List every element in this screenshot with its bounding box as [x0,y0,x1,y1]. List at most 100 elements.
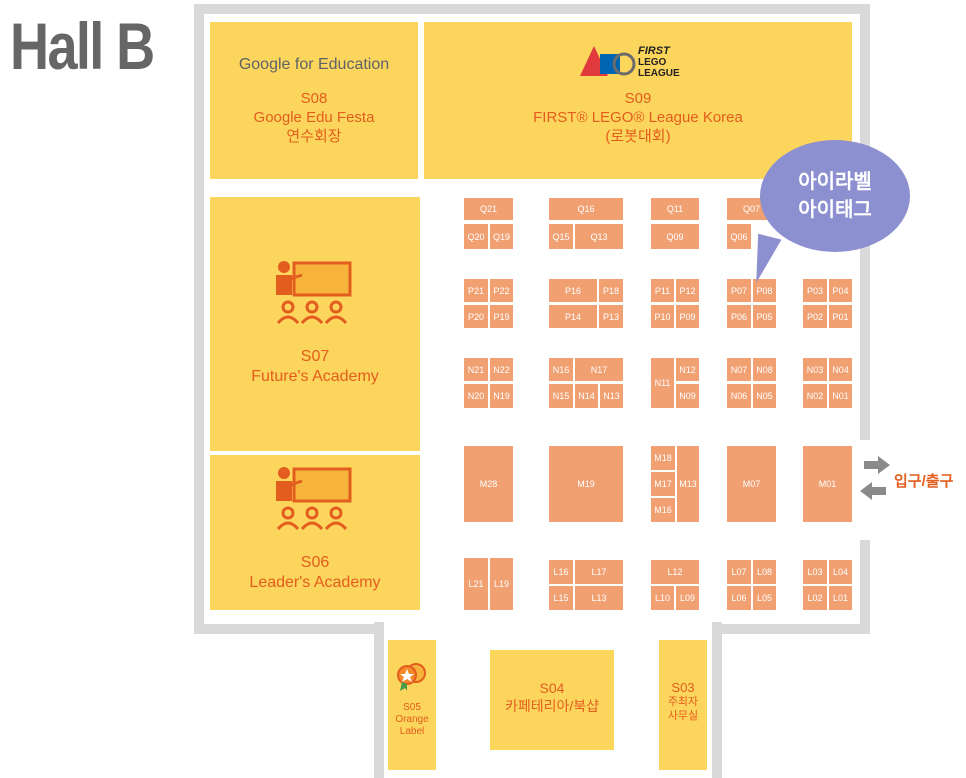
booth-n09[interactable]: N09 [676,384,699,408]
zone-s04-name: 카페테리아/북샵 [504,697,600,714]
booth-p01[interactable]: P01 [829,305,852,328]
booth-l06[interactable]: L06 [727,586,751,610]
booth-n05[interactable]: N05 [753,384,776,408]
svg-text:LEGO: LEGO [638,57,667,68]
booth-q11[interactable]: Q11 [651,198,699,220]
booth-l16[interactable]: L16 [549,560,573,584]
booth-l15[interactable]: L15 [549,586,573,610]
zone-s08-code: S08 [300,90,328,107]
booth-n22[interactable]: N22 [490,358,513,381]
booth-p11[interactable]: P11 [651,279,674,302]
booth-p22[interactable]: P22 [490,279,513,302]
booth-n03[interactable]: N03 [803,358,827,381]
zone-s08-name: Google Edu Festa [253,108,375,126]
booth-l05[interactable]: L05 [753,586,776,610]
entrance-arrow-out-icon [860,482,886,505]
booth-n16[interactable]: N16 [549,358,573,381]
booth-q15[interactable]: Q15 [549,224,573,249]
zone-s04[interactable]: S04 카페테리아/북샵 [490,650,614,750]
booth-m28[interactable]: M28 [464,446,513,522]
zone-s06[interactable]: S06 Leader's Academy [210,455,420,610]
booth-m13[interactable]: M13 [677,446,699,522]
zone-s08[interactable]: Google for Education S08 Google Edu Fest… [210,22,418,179]
orange-medal-icon [394,662,430,697]
booth-l21[interactable]: L21 [464,558,488,610]
booth-p16[interactable]: P16 [549,279,597,302]
zone-s03[interactable]: S03 주최자 사무실 [659,640,707,770]
booth-n04[interactable]: N04 [829,358,852,381]
booth-m01[interactable]: M01 [803,446,852,522]
booth-q13[interactable]: Q13 [575,224,623,249]
zone-s05-name2: Label [399,726,425,737]
booth-p07[interactable]: P07 [727,279,751,302]
booth-l12[interactable]: L12 [651,560,699,584]
booth-p14[interactable]: P14 [549,305,597,328]
booth-n12[interactable]: N12 [676,358,699,381]
booth-p06[interactable]: P06 [727,305,751,328]
booth-q06[interactable]: Q06 [727,224,751,249]
booth-m17[interactable]: M17 [651,472,675,496]
booth-n02[interactable]: N02 [803,384,827,408]
booth-p04[interactable]: P04 [829,279,852,302]
booth-n17[interactable]: N17 [575,358,623,381]
booth-l07[interactable]: L07 [727,560,751,584]
booth-n20[interactable]: N20 [464,384,488,408]
booth-n06[interactable]: N06 [727,384,751,408]
booth-p18[interactable]: P18 [599,279,623,302]
booth-p09[interactable]: P09 [676,305,699,328]
ilabel-bubble[interactable]: 아이라벨 아이태그 [760,140,910,252]
booth-q09[interactable]: Q09 [651,224,699,249]
zone-s05-name1: Orange [395,714,429,725]
booth-m07[interactable]: M07 [727,446,776,522]
zone-s09[interactable]: FIRST LEGO LEAGUE S09 FIRST® LEGO® Leagu… [424,22,852,179]
booth-n19[interactable]: N19 [490,384,513,408]
booth-p12[interactable]: P12 [676,279,699,302]
zone-s05-code: S05 [403,702,421,713]
booth-n07[interactable]: N07 [727,358,751,381]
booth-q20[interactable]: Q20 [464,224,488,249]
booth-l01[interactable]: L01 [829,586,852,610]
booth-q19[interactable]: Q19 [490,224,513,249]
booth-l17[interactable]: L17 [575,560,623,584]
zone-s07-name: Future's Academy [251,368,379,385]
booth-l19[interactable]: L19 [490,558,513,610]
booth-p20[interactable]: P20 [464,305,488,328]
booth-n08[interactable]: N08 [753,358,776,381]
booth-p02[interactable]: P02 [803,305,827,328]
teacher-icon [272,463,356,535]
booth-p19[interactable]: P19 [490,305,513,328]
zone-s09-code: S09 [624,90,652,107]
zone-s05[interactable]: S05 Orange Label [388,640,436,770]
booth-n14[interactable]: N14 [575,384,598,408]
booth-n13[interactable]: N13 [600,384,623,408]
zone-s04-code: S04 [539,680,565,696]
booth-l04[interactable]: L04 [829,560,852,584]
booth-p05[interactable]: P05 [753,305,776,328]
booth-m19[interactable]: M19 [549,446,623,522]
zone-s03-name1: 주최자 [667,696,699,709]
booth-p10[interactable]: P10 [651,305,674,328]
booth-l03[interactable]: L03 [803,560,827,584]
booth-n15[interactable]: N15 [549,384,573,408]
booth-m16[interactable]: M16 [651,498,675,522]
booth-l09[interactable]: L09 [676,586,699,610]
booth-l02[interactable]: L02 [803,586,827,610]
booth-l08[interactable]: L08 [753,560,776,584]
hall-title: Hall B [10,9,155,83]
booth-n11[interactable]: N11 [651,358,674,408]
booth-n01[interactable]: N01 [829,384,852,408]
zone-s07[interactable]: S07 Future's Academy [210,197,420,451]
booth-m18[interactable]: M18 [651,446,675,470]
zone-s06-code: S06 [300,554,330,571]
booth-p13[interactable]: P13 [599,305,623,328]
teacher-icon [272,257,356,329]
booth-n21[interactable]: N21 [464,358,488,381]
booth-q16[interactable]: Q16 [549,198,623,220]
booth-p21[interactable]: P21 [464,279,488,302]
booth-l10[interactable]: L10 [651,586,674,610]
zone-s07-code: S07 [300,348,330,365]
booth-l13[interactable]: L13 [575,586,623,610]
booth-q21[interactable]: Q21 [464,198,513,220]
booth-p08[interactable]: P08 [753,279,776,302]
booth-p03[interactable]: P03 [803,279,827,302]
